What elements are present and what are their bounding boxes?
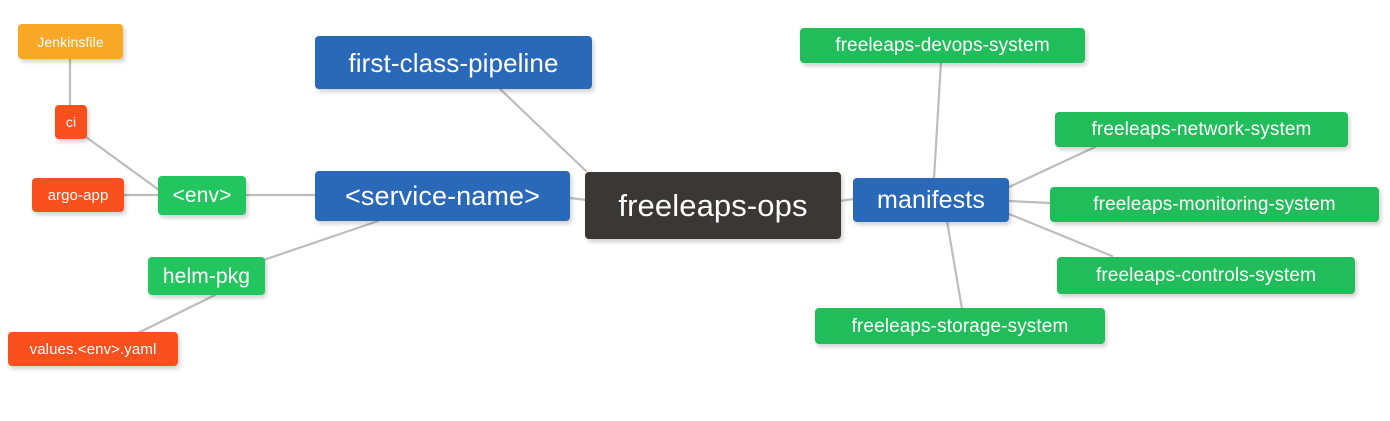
node-freeleaps-storage-system-label: freeleaps-storage-system (851, 315, 1069, 337)
node-values-yaml-label: values.<env>.yaml (29, 340, 157, 358)
node-freeleaps-network-system-label: freeleaps-network-system (1091, 119, 1312, 140)
edge-manifests-devops (932, 60, 943, 180)
node-first-class-pipeline-label: first-class-pipeline (348, 47, 559, 78)
node-freeleaps-monitoring-system[interactable]: freeleaps-monitoring-system (1050, 187, 1379, 222)
node-service-name-label: <service-name> (345, 180, 540, 211)
edge-valuesyaml-helmpkg (136, 293, 217, 335)
node-helm-pkg-label: helm-pkg (162, 264, 251, 288)
node-helm-pkg[interactable]: helm-pkg (148, 257, 265, 295)
node-values-yaml[interactable]: values.<env>.yaml (8, 332, 178, 366)
node-freeleaps-controls-system[interactable]: freeleaps-controls-system (1057, 257, 1355, 294)
node-freeleaps-devops-system[interactable]: freeleaps-devops-system (800, 28, 1085, 63)
edge-servicename-pipeline (498, 87, 588, 173)
node-freeleaps-monitoring-system-label: freeleaps-monitoring-system (1093, 194, 1336, 215)
node-freeleaps-ops[interactable]: freeleaps-ops (585, 172, 841, 239)
node-freeleaps-network-system[interactable]: freeleaps-network-system (1055, 112, 1348, 147)
edge-servicename-root (568, 196, 588, 202)
node-env[interactable]: <env> (158, 176, 246, 215)
node-jenkinsfile-label: Jenkinsfile (37, 33, 104, 50)
node-service-name[interactable]: <service-name> (315, 171, 570, 221)
edge-root-manifests (838, 197, 855, 203)
node-argo-app-label: argo-app (47, 186, 109, 204)
node-freeleaps-devops-system-label: freeleaps-devops-system (835, 35, 1050, 56)
node-manifests[interactable]: manifests (853, 178, 1009, 222)
node-ci-label: ci (65, 114, 77, 130)
edge-manifests-network (1007, 145, 1097, 189)
node-first-class-pipeline[interactable]: first-class-pipeline (315, 36, 592, 89)
node-freeleaps-storage-system[interactable]: freeleaps-storage-system (815, 308, 1105, 344)
node-ci[interactable]: ci (55, 105, 87, 139)
node-argo-app[interactable]: argo-app (32, 178, 124, 212)
node-jenkinsfile[interactable]: Jenkinsfile (18, 24, 123, 59)
edge-helmpkg-servicename (244, 219, 380, 268)
edge-manifests-storage (945, 219, 964, 311)
edge-manifests-monitoring (1007, 199, 1052, 205)
node-env-label: <env> (172, 184, 232, 207)
node-freeleaps-controls-system-label: freeleaps-controls-system (1095, 265, 1317, 286)
node-manifests-label: manifests (877, 185, 985, 214)
node-freeleaps-ops-label: freeleaps-ops (618, 188, 808, 223)
